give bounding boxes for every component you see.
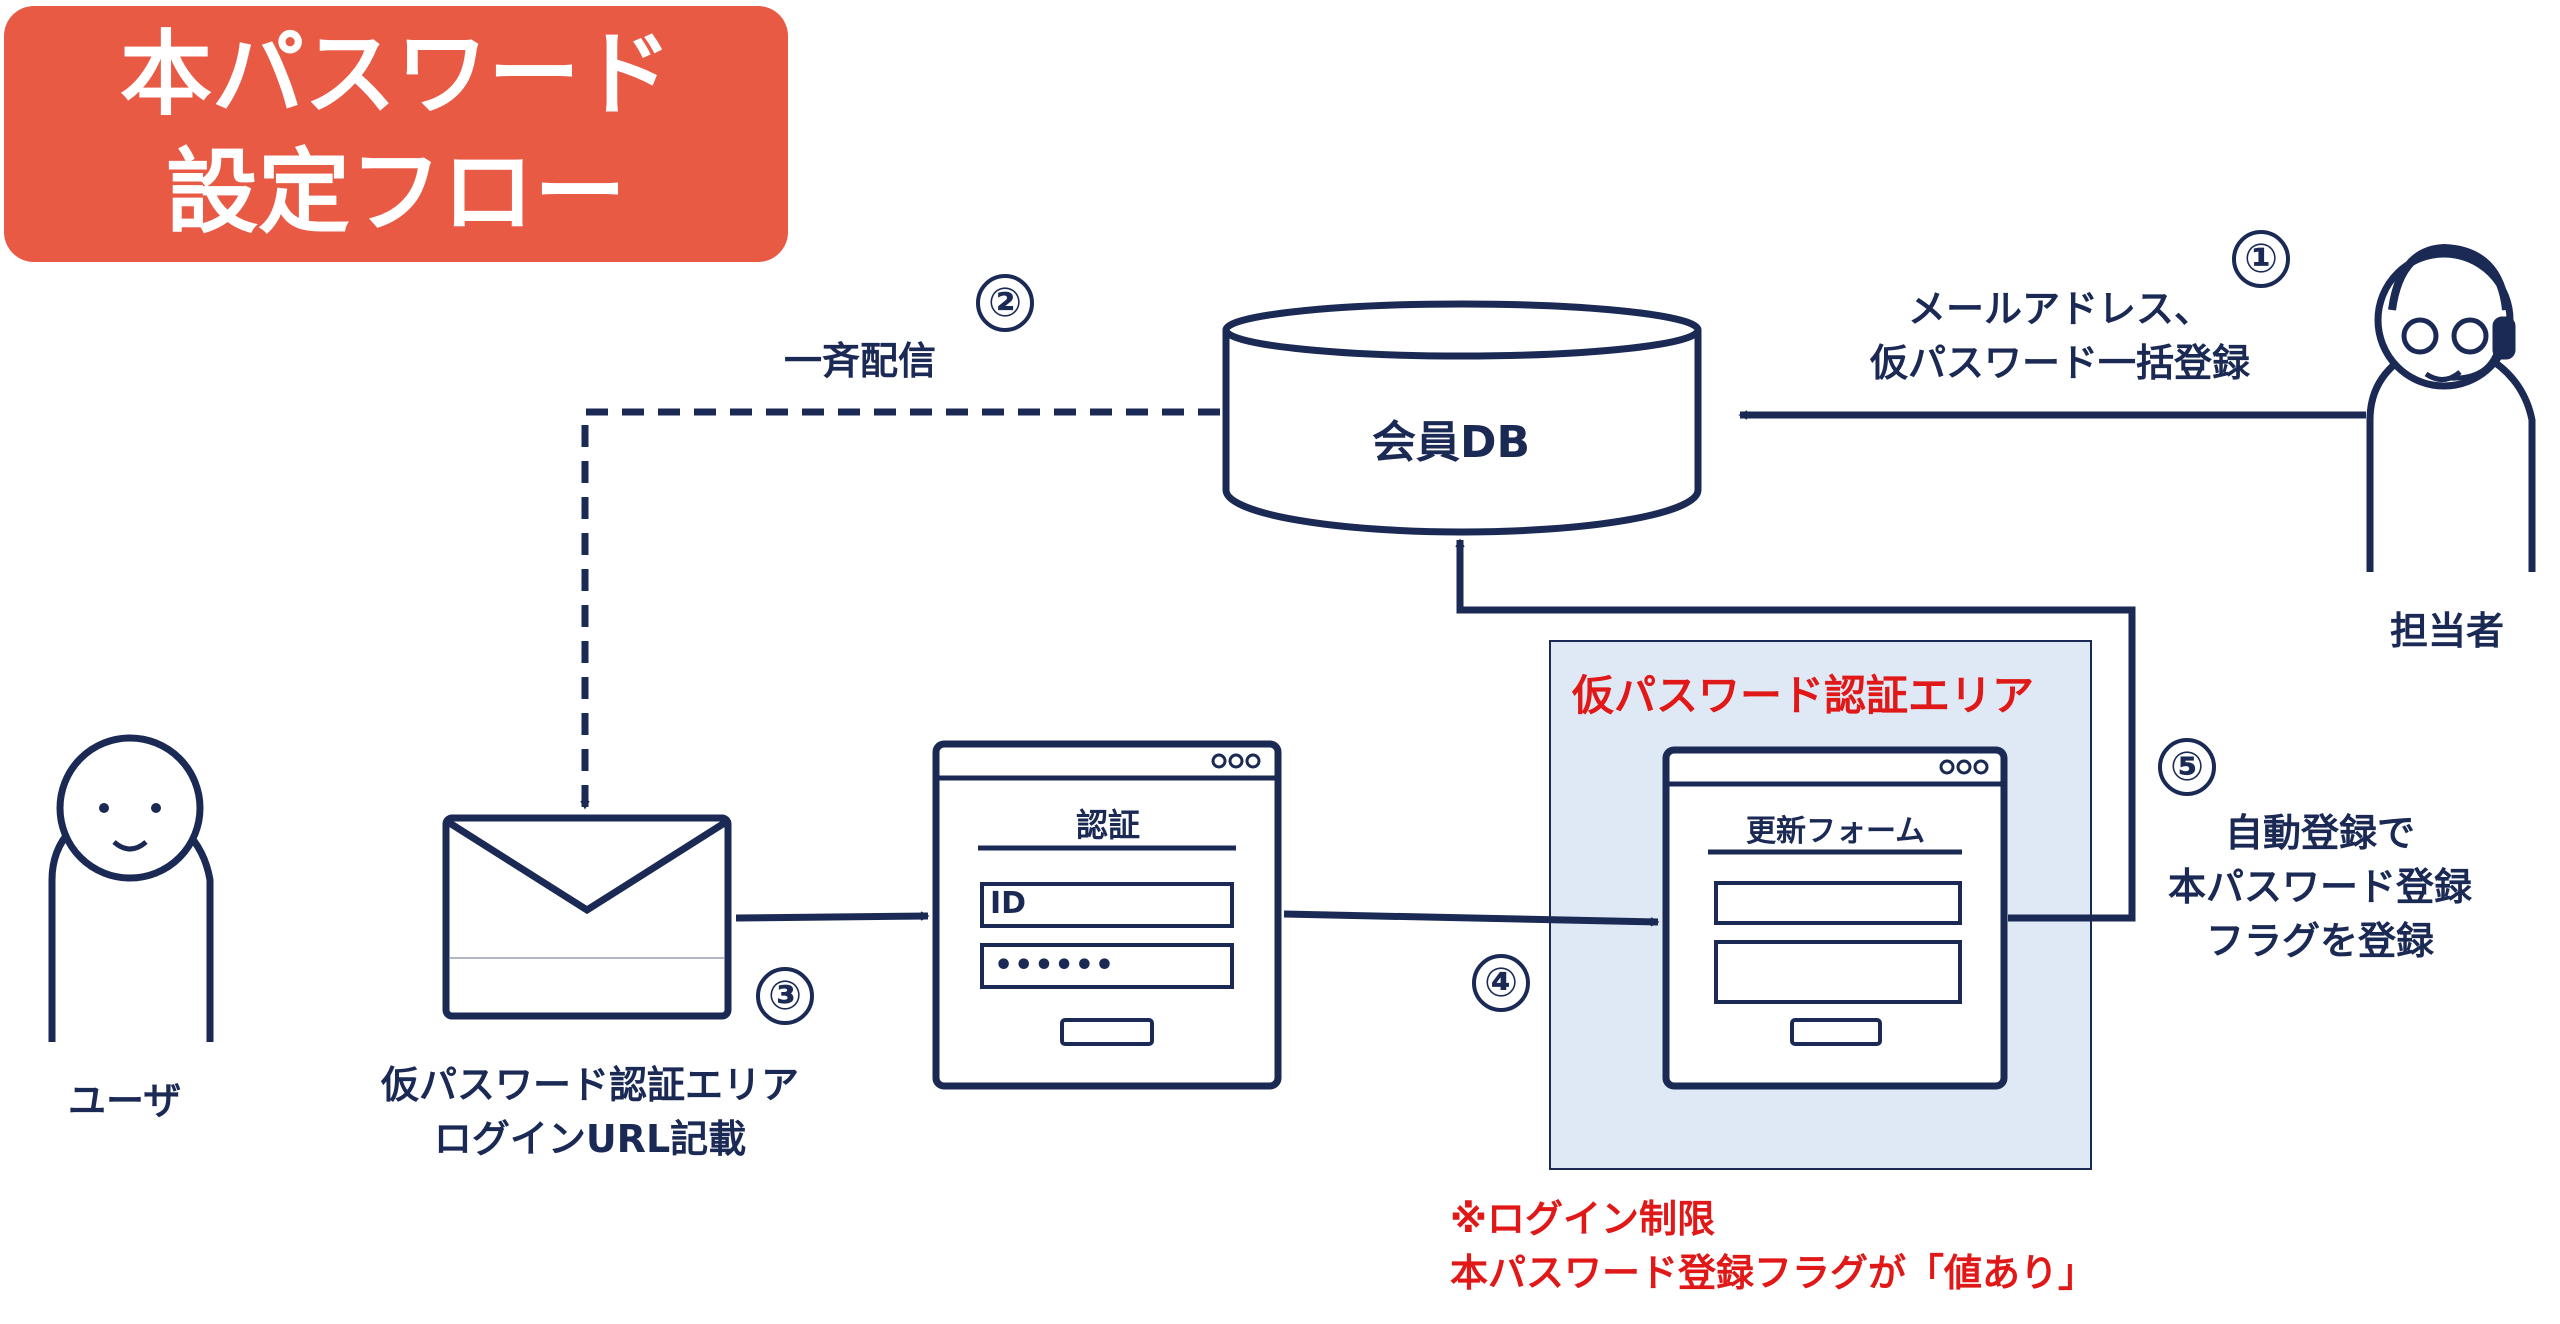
arrow-mail-to-auth	[735, 911, 930, 922]
update-submit-button	[1790, 1018, 1882, 1046]
auto-register-line1: 自動登録で	[2224, 811, 2415, 855]
auto-register-line3: フラグを登録	[2205, 919, 2434, 963]
update-form-window	[1662, 746, 2008, 1090]
password-input	[980, 943, 1234, 989]
auto-register-label: 自動登録で 本パスワード登録 フラグを登録	[2140, 806, 2500, 968]
arrow-auth-to-update	[1283, 910, 1660, 927]
title-box: 本パスワード 設定フロー	[4, 6, 788, 262]
database-icon	[1222, 300, 1702, 536]
user-label: ユーザ	[68, 1079, 182, 1123]
register-label-line1: メールアドレス、	[1907, 287, 2212, 331]
id-field-text: ID	[990, 886, 1027, 921]
update-input-1	[1714, 881, 1962, 925]
update-input-2	[1714, 940, 1962, 1004]
member-db-label: 会員DB	[1372, 417, 1531, 468]
staff-headset-icon	[2366, 243, 2536, 572]
title-line2: 設定フロー	[165, 139, 626, 246]
step-2-badge: ②	[976, 274, 1034, 332]
step-1-badge: ①	[2232, 230, 2290, 288]
register-label: メールアドレス、 仮パスワード一括登録	[1830, 282, 2290, 390]
temp-area-title: 仮パスワード認証エリア	[1572, 671, 2035, 720]
title-line1: 本パスワード	[119, 21, 672, 128]
mail-envelope-icon	[442, 814, 732, 1020]
note-line1: ※ログイン制限	[1450, 1197, 1715, 1241]
mail-label-line1: 仮パスワード認証エリア	[380, 1063, 799, 1107]
auth-window-title: 認証	[1076, 806, 1141, 844]
arrow-update-to-db	[1455, 538, 2136, 922]
login-restriction-note: ※ログイン制限 本パスワード登録フラグが「値あり」	[1450, 1192, 2096, 1300]
update-form-title: 更新フォーム	[1746, 814, 1926, 849]
mass-delivery-label: 一斉配信	[784, 339, 937, 383]
user-icon	[48, 734, 214, 1042]
step-4-badge: ④	[1472, 954, 1530, 1012]
id-input	[980, 882, 1234, 928]
auth-window	[932, 740, 1282, 1090]
auto-register-line2: 本パスワード登録	[2167, 865, 2472, 909]
note-line2: 本パスワード登録フラグが「値あり」	[1450, 1251, 2097, 1295]
mail-label: 仮パスワード認証エリア ログインURL記載	[300, 1058, 880, 1166]
staff-label: 担当者	[2390, 609, 2505, 653]
password-field-text: ••••••	[994, 948, 1116, 983]
register-label-line2: 仮パスワード一括登録	[1869, 341, 2250, 385]
step-5-badge: ⑤	[2158, 738, 2216, 796]
step-3-badge: ③	[756, 967, 814, 1025]
mail-label-line2: ログインURL記載	[433, 1117, 747, 1161]
auth-submit-button	[1060, 1018, 1154, 1046]
